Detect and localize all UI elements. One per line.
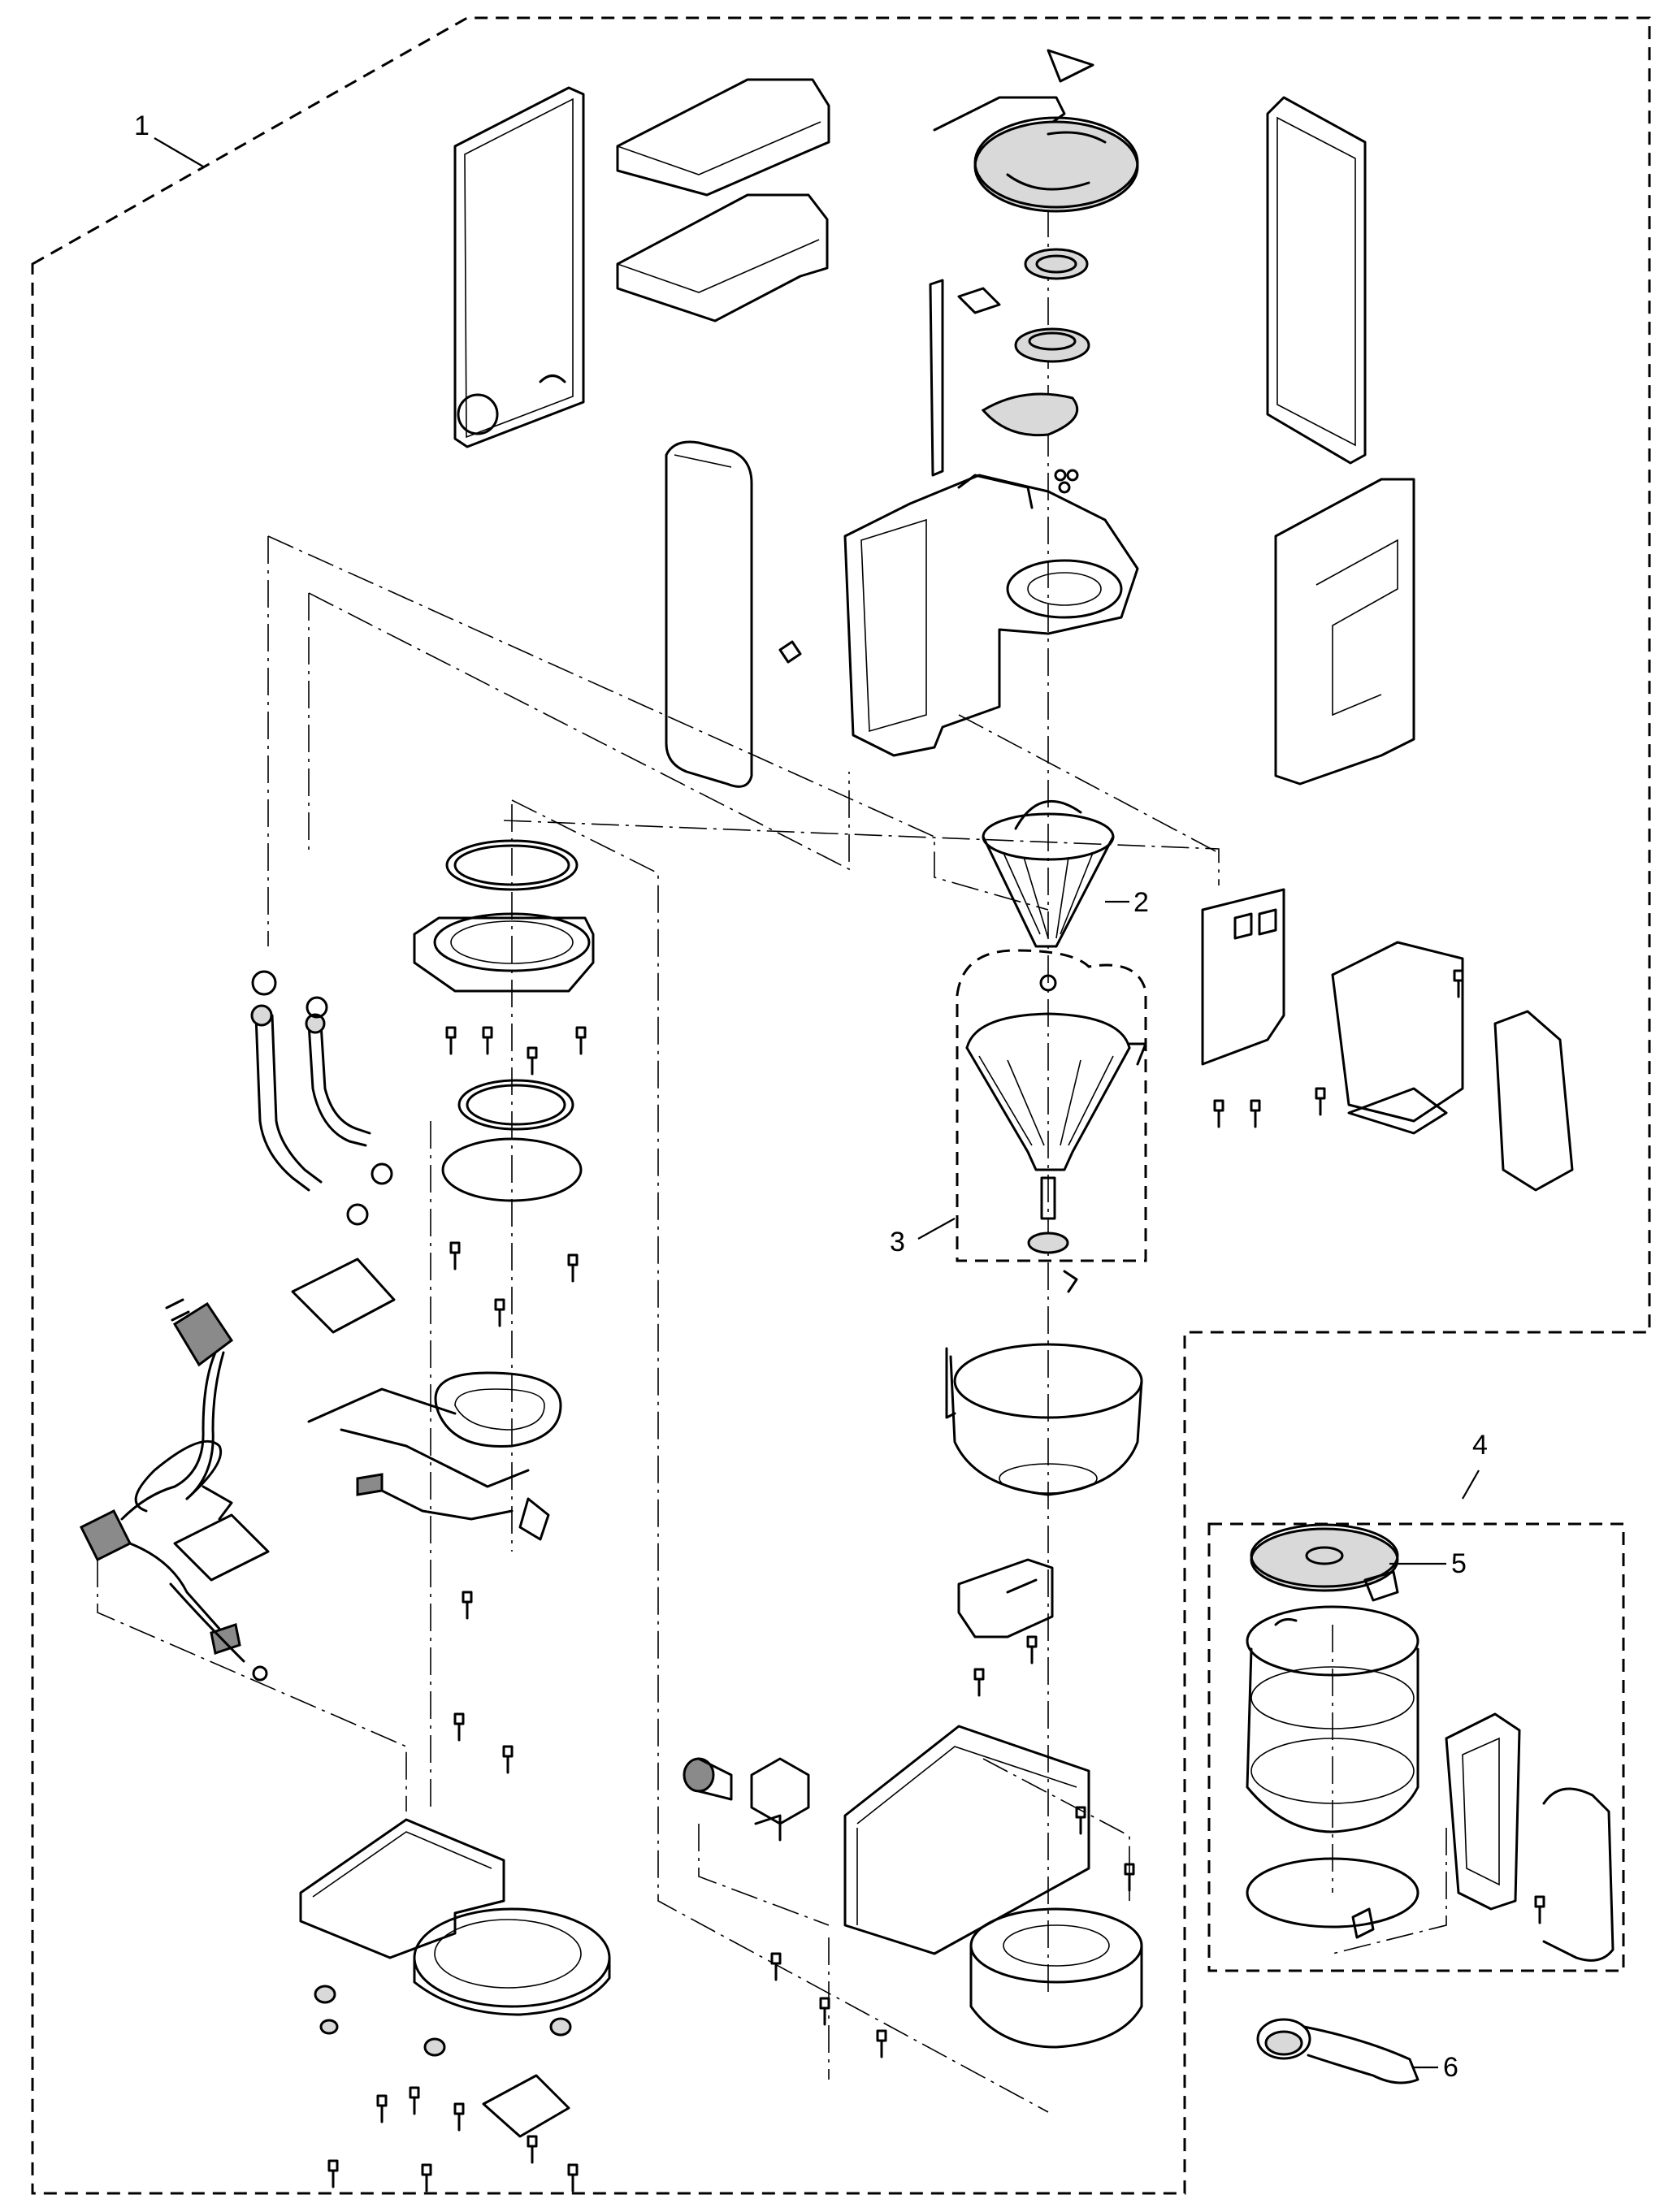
group-3-border [956, 949, 1147, 1262]
triangle-outline-icon [1047, 49, 1094, 83]
valve-seal-stack [929, 248, 1090, 494]
right-side-panel-lower [1274, 478, 1415, 786]
heater-cup [945, 1270, 1143, 1496]
main-housing [843, 474, 1139, 757]
top-cover-lower [616, 193, 829, 322]
carafe-lid [1250, 1523, 1399, 1602]
carafe-handle [1445, 1712, 1614, 1962]
top-cover-upper [616, 78, 830, 197]
group-4-border [1207, 1522, 1625, 1972]
o-rings [441, 839, 583, 1202]
base-housing [843, 1725, 1143, 2049]
power-switch [683, 1757, 810, 1842]
screws [327, 969, 1545, 2193]
measuring-spoon [1256, 2018, 1419, 2084]
glass-carafe [1246, 1605, 1419, 1833]
terminal-bracket [1201, 888, 1574, 1192]
heater-housing [413, 912, 595, 993]
group-1-border [31, 16, 1651, 2195]
insulation-sheets [173, 1258, 570, 2138]
water-hoses [250, 970, 393, 1226]
assembly-center-lines [97, 122, 1447, 2113]
water-tank-front-cover [665, 440, 802, 788]
callout-6: 6 [1443, 2052, 1458, 2083]
callout-3: 3 [890, 1227, 905, 1258]
permanent-filter [982, 799, 1115, 948]
heating-element [307, 1371, 562, 1541]
callout-1: 1 [134, 110, 150, 141]
left-side-panel [453, 86, 585, 448]
rubber-feet [314, 1985, 572, 2057]
power-cord [79, 1298, 268, 1682]
tank-lid [933, 96, 1139, 213]
callout-2: 2 [1133, 887, 1149, 918]
bracket [957, 1558, 1054, 1638]
base-plate [299, 1818, 611, 2016]
filter-holder [965, 974, 1147, 1254]
callout-4: 4 [1472, 1430, 1488, 1461]
right-side-panel-upper [1266, 96, 1367, 465]
callout-5: 5 [1451, 1548, 1467, 1579]
carafe-ring [1246, 1857, 1419, 1939]
callout-leaders [154, 137, 1480, 2069]
